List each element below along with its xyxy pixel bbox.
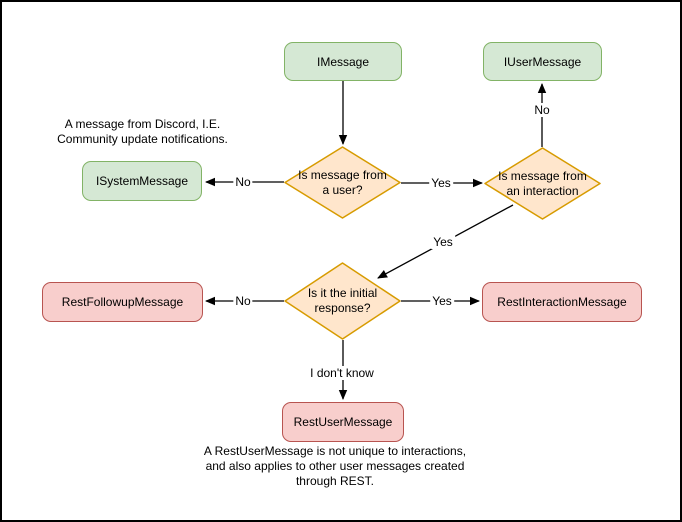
edge-label-from-user-no: No xyxy=(233,175,253,189)
edge-label-from-interaction-yes: Yes xyxy=(431,235,455,249)
decision-from-interaction-label: Is message from an interaction xyxy=(498,168,587,198)
node-imessage: IMessage xyxy=(284,42,402,81)
node-restinteractionmessage: RestInteractionMessage xyxy=(482,282,642,322)
node-restfollowupmessage: RestFollowupMessage xyxy=(42,282,203,322)
node-isystemmessage: ISystemMessage xyxy=(82,161,202,201)
decision-shape-from-interaction xyxy=(484,147,601,220)
annotation-rest-user-message-note: A RestUserMessage is not unique to inter… xyxy=(203,444,467,488)
edge-label-initial-yes: Yes xyxy=(430,294,454,308)
node-restusermessage: RestUserMessage xyxy=(282,402,404,442)
node-iusermessage: IUserMessage xyxy=(483,42,602,81)
edge-label-from-user-yes: Yes xyxy=(429,176,453,190)
decision-from-user-label: Is message from a user? xyxy=(298,167,387,197)
edge-label-from-interaction-no: No xyxy=(532,103,552,117)
decision-initial-response-label: Is it the initial response? xyxy=(307,286,378,315)
decision-shape-from-user xyxy=(284,146,401,219)
decision-shape-initial-response xyxy=(284,262,401,340)
annotation-system-message-note: A message from Discord, I.E. Community u… xyxy=(57,117,228,146)
edge-label-initial-no: No xyxy=(233,294,253,308)
edge-label-initial-unknown: I don't know xyxy=(308,366,376,380)
